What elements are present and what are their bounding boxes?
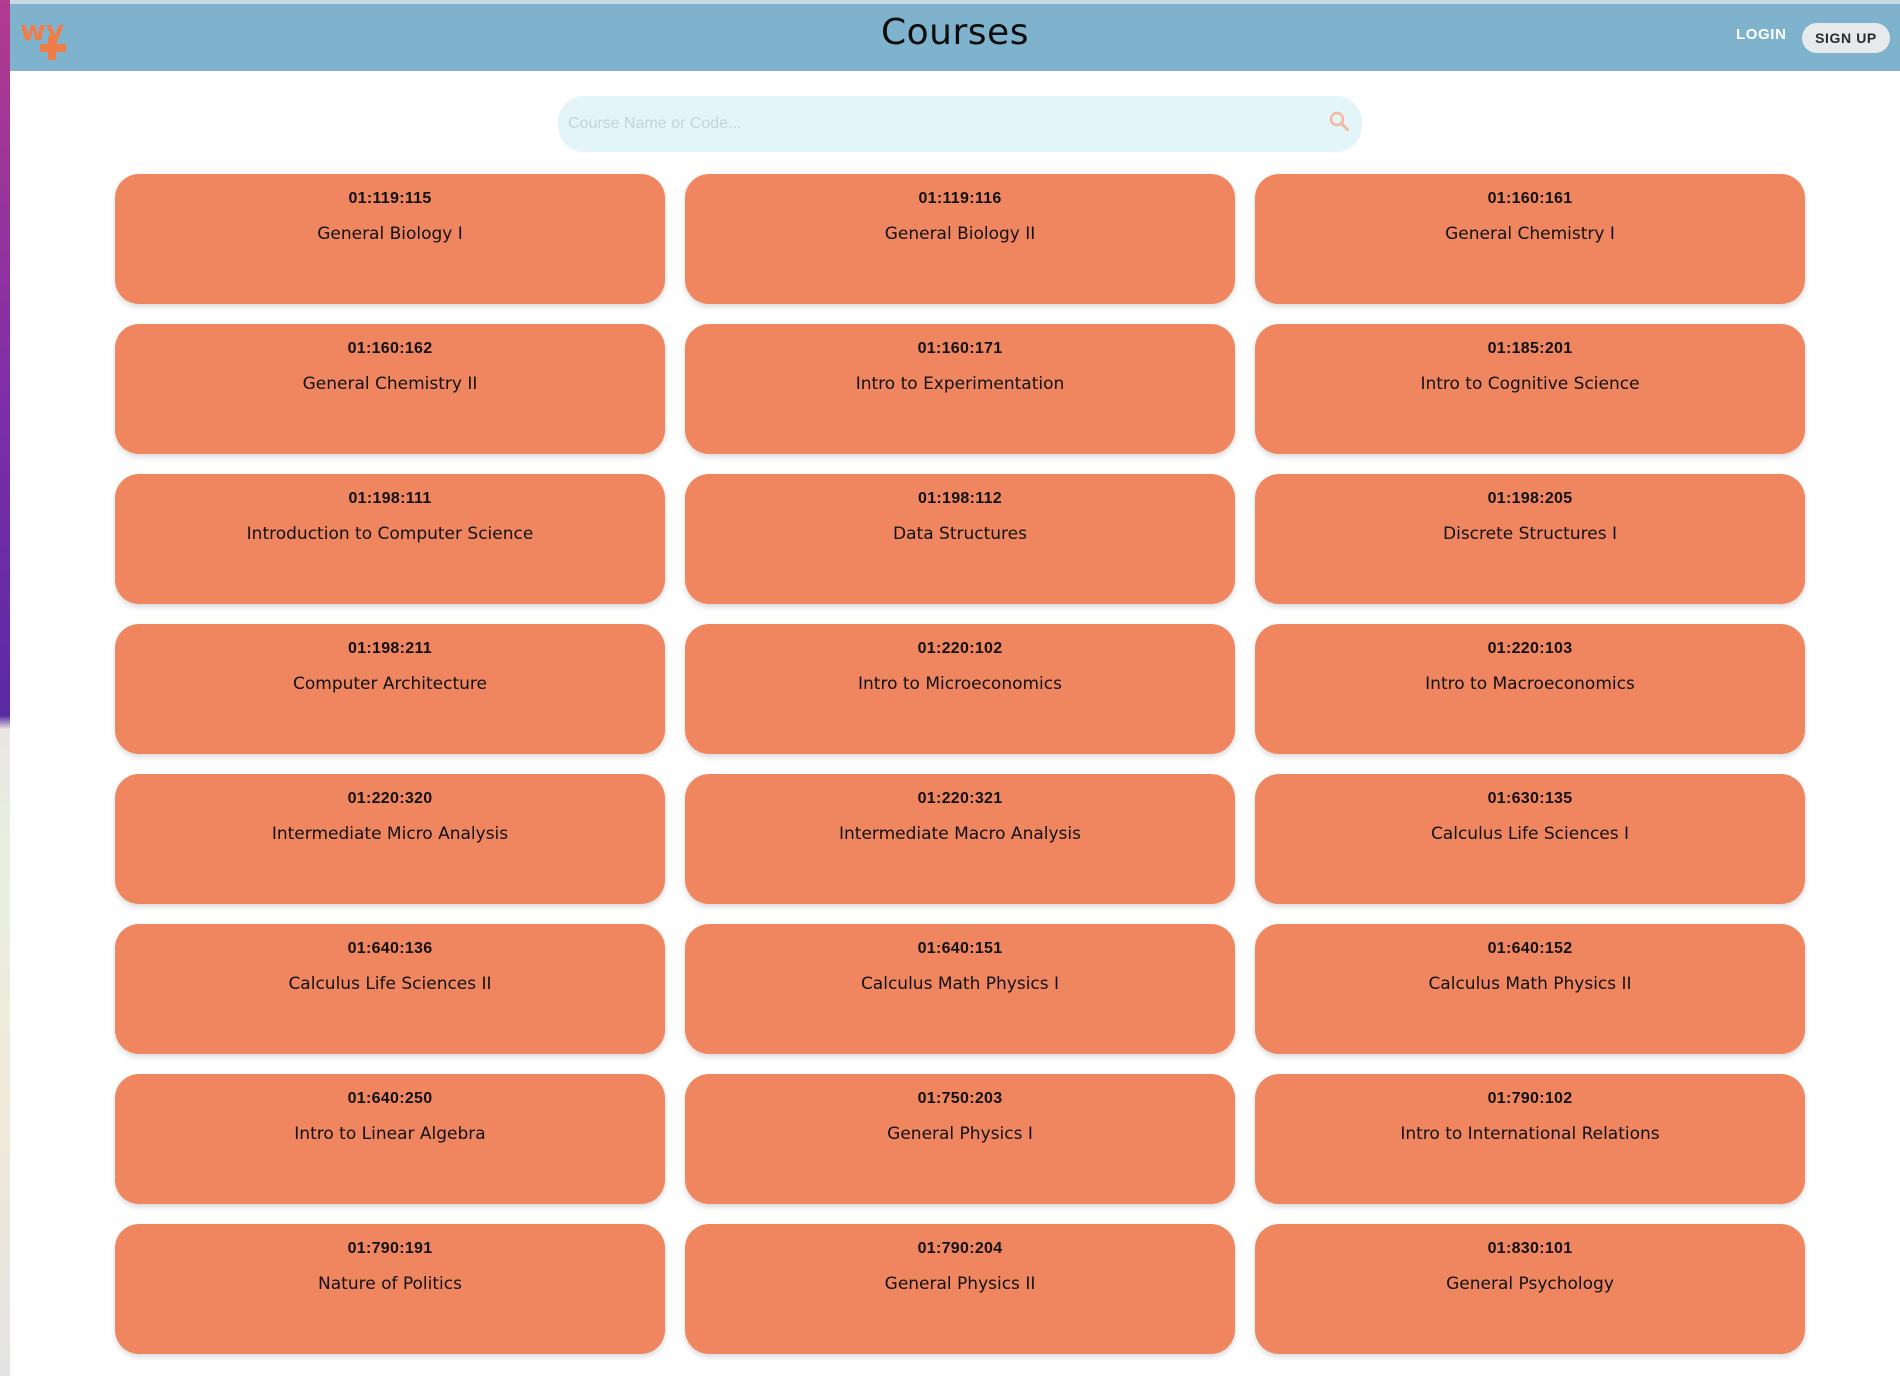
background-window-strip: [0, 0, 10, 1376]
course-code: 01:119:115: [348, 190, 432, 207]
course-name: Calculus Life Sciences II: [288, 974, 492, 994]
course-name: Calculus Math Physics I: [860, 974, 1060, 994]
search-input[interactable]: [566, 96, 1326, 152]
course-code: 01:160:162: [347, 340, 433, 357]
course-name: General Psychology: [1446, 1274, 1614, 1294]
course-code: 01:160:161: [1487, 190, 1573, 207]
course-code: 01:750:203: [917, 1090, 1003, 1107]
top-nav-bar: wy Courses LOGIN SIGN UP: [10, 4, 1900, 71]
search-bar: [558, 96, 1362, 152]
course-name: Intro to Microeconomics: [858, 674, 1062, 694]
course-name: Calculus Math Physics II: [1428, 974, 1632, 994]
course-name: General Physics II: [884, 1274, 1036, 1294]
course-name: Intermediate Micro Analysis: [271, 824, 509, 844]
course-name: General Biology I: [317, 224, 463, 244]
course-name: Intro to Linear Algebra: [294, 1124, 486, 1144]
course-code: 01:160:171: [917, 340, 1003, 357]
course-code: 01:198:112: [918, 490, 1002, 507]
course-name: Intro to International Relations: [1400, 1124, 1660, 1144]
course-code: 01:198:211: [348, 640, 432, 657]
course-name: Intro to Cognitive Science: [1420, 374, 1640, 394]
svg-text:wy: wy: [20, 14, 64, 47]
course-code: 01:640:136: [347, 940, 433, 957]
course-code: 01:198:205: [1487, 490, 1573, 507]
course-code: 01:119:116: [918, 190, 1002, 207]
course-code: 01:220:102: [917, 640, 1003, 657]
window-top-edge: [0, 0, 1900, 4]
course-name: Introduction to Computer Science: [246, 524, 534, 544]
course-name: General Physics I: [887, 1124, 1033, 1144]
course-code: 01:220:321: [917, 790, 1003, 807]
course-code: 01:790:102: [1487, 1090, 1573, 1107]
course-code: 01:640:151: [917, 940, 1003, 957]
course-code: 01:185:201: [1487, 340, 1573, 357]
course-code: 01:790:191: [347, 1240, 433, 1257]
course-code: 01:790:204: [917, 1240, 1003, 1257]
course-name: Discrete Structures I: [1443, 524, 1617, 544]
course-name: Intermediate Macro Analysis: [839, 824, 1081, 844]
course-name: Data Structures: [893, 524, 1027, 544]
login-link[interactable]: LOGIN: [1736, 26, 1787, 43]
course-name: Nature of Politics: [318, 1274, 462, 1294]
course-code: 01:830:101: [1487, 1240, 1573, 1257]
logo-icon[interactable]: wy: [18, 10, 78, 62]
course-name: Intro to Macroeconomics: [1425, 674, 1635, 694]
course-code: 01:640:152: [1487, 940, 1573, 957]
course-code: 01:220:320: [347, 790, 433, 807]
course-name: Calculus Life Sciences I: [1430, 824, 1630, 844]
course-code: 01:220:103: [1487, 640, 1573, 657]
course-name: Intro to Experimentation: [855, 374, 1065, 394]
course-name: General Biology II: [884, 224, 1036, 244]
course-code: 01:630:135: [1487, 790, 1573, 807]
course-name: General Chemistry II: [302, 374, 478, 394]
course-name: Computer Architecture: [293, 674, 487, 694]
search-icon[interactable]: [1328, 110, 1350, 132]
course-code: 01:640:250: [347, 1090, 433, 1107]
signup-button[interactable]: SIGN UP: [1802, 23, 1890, 53]
page-title: Courses: [881, 12, 1029, 53]
course-code: 01:198:111: [348, 490, 432, 507]
course-name: General Chemistry I: [1445, 224, 1615, 244]
